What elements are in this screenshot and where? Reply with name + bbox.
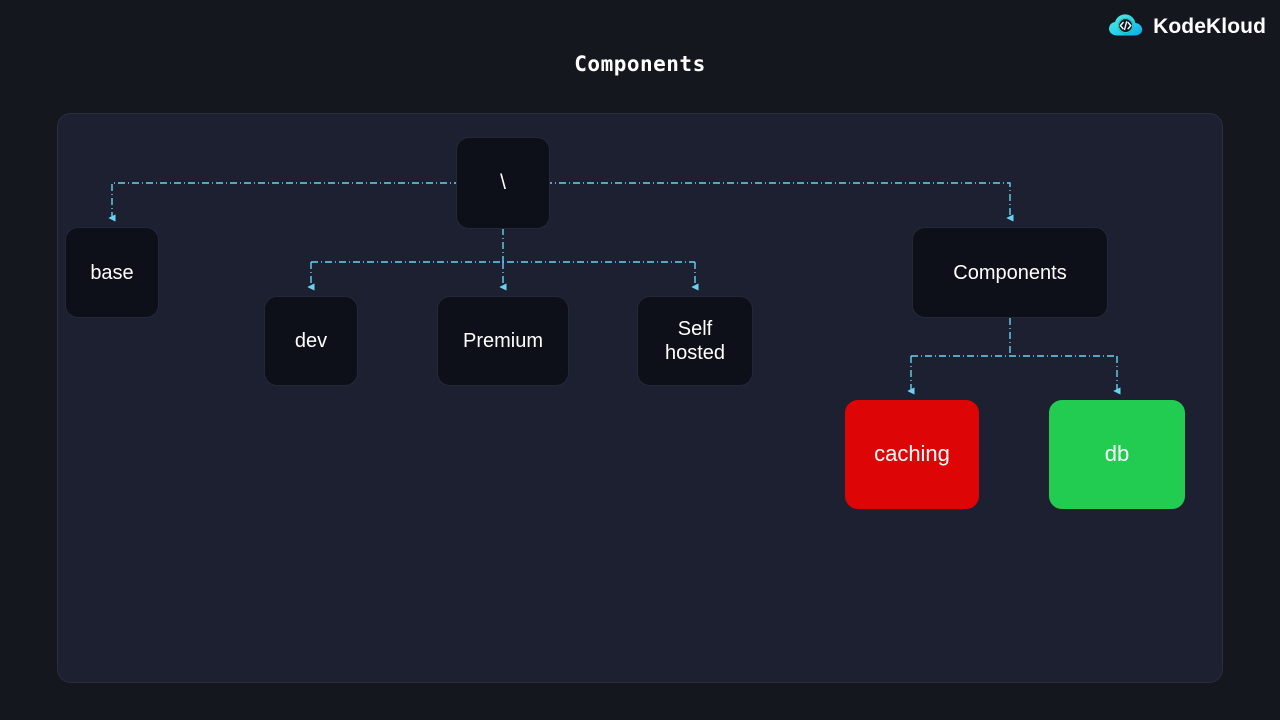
page-title: Components xyxy=(574,52,706,76)
node-selfhosted-label: Self hosted xyxy=(664,318,726,364)
node-root[interactable]: \ xyxy=(456,137,550,229)
node-components-label: Components xyxy=(953,261,1067,284)
node-dev-label: dev xyxy=(294,330,328,352)
node-db[interactable]: db xyxy=(1049,400,1185,509)
brand-name: KodeKloud xyxy=(1153,14,1266,38)
node-selfhosted[interactable]: Self hosted xyxy=(637,296,753,386)
node-db-label: db xyxy=(1104,441,1130,467)
node-caching-label: caching xyxy=(874,441,950,467)
node-caching[interactable]: caching xyxy=(845,400,979,509)
brand-logo: KodeKloud xyxy=(1108,11,1266,41)
node-root-label: \ xyxy=(500,171,506,195)
kodekloud-cloud-code-logo-icon xyxy=(1109,14,1143,36)
node-premium[interactable]: Premium xyxy=(437,296,569,386)
node-dev[interactable]: dev xyxy=(264,296,358,386)
node-base[interactable]: base xyxy=(65,227,159,318)
diagram-panel xyxy=(57,113,1223,683)
node-premium-label: Premium xyxy=(462,330,543,352)
node-components[interactable]: Components xyxy=(912,227,1108,318)
node-base-label: base xyxy=(90,261,134,284)
